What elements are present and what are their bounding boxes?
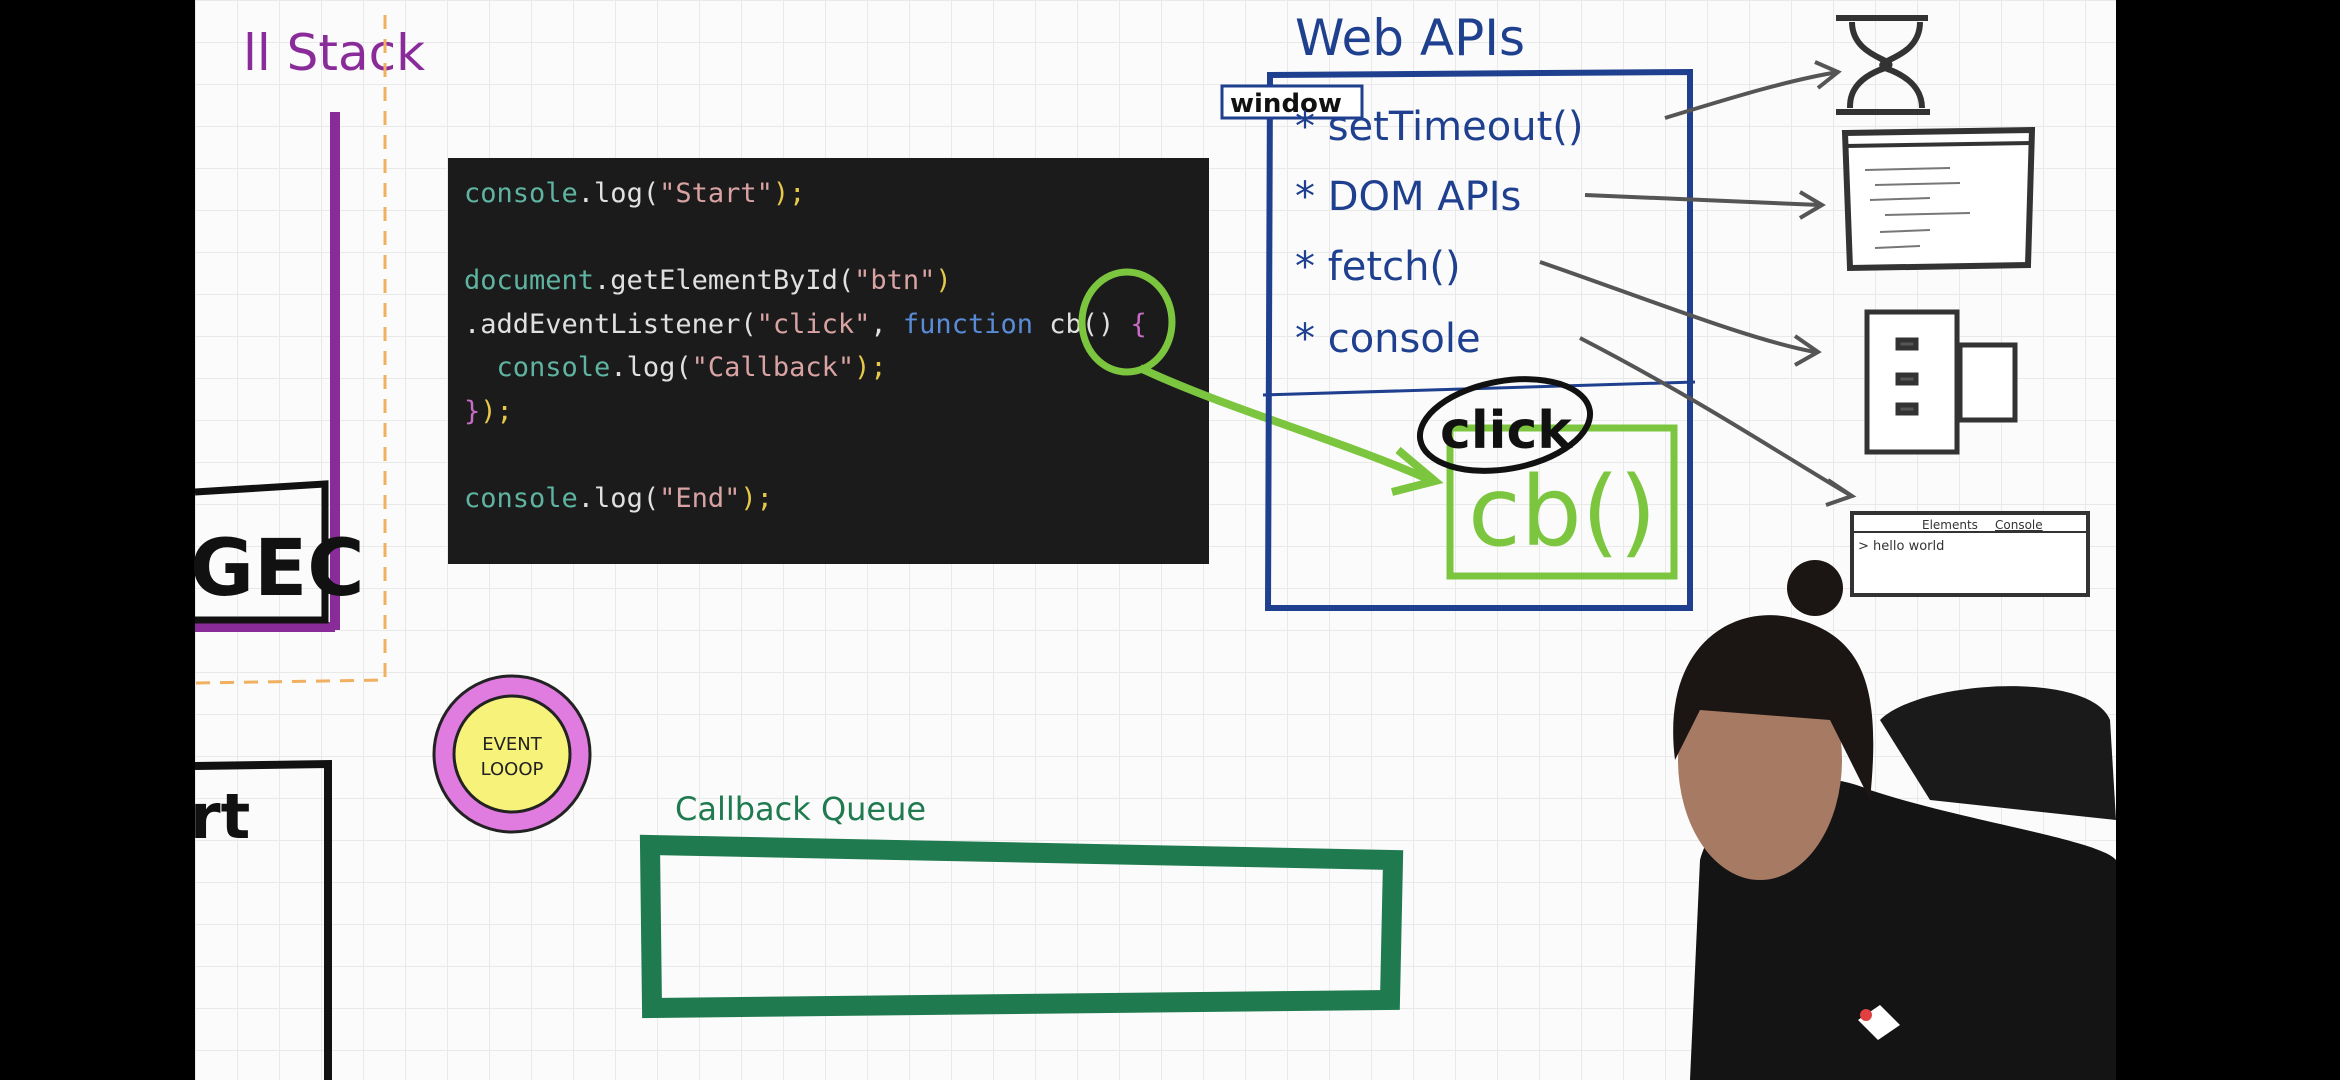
callback-queue-box	[639, 834, 1404, 1019]
devtools-tab-elements: Elements	[1922, 518, 1978, 532]
code-line-3: document.getElementById("btn")	[464, 259, 1209, 303]
token: ,	[870, 308, 903, 340]
token: "Callback"	[691, 352, 855, 383]
web-apis-title: Web APIs	[1295, 9, 1525, 67]
presenter	[1673, 560, 2116, 1080]
arrow-head	[1391, 446, 1444, 496]
web-apis-box	[1264, 68, 1693, 611]
window-label-box	[1220, 84, 1364, 120]
web-api-fetch: * fetch()	[1295, 244, 1461, 290]
token: .log(	[577, 178, 660, 209]
token: console	[464, 178, 578, 209]
token: );	[772, 178, 806, 209]
gec-box	[194, 480, 329, 624]
token: .addEventListener(	[464, 308, 757, 340]
hourglass-icon	[1836, 15, 1930, 115]
token: .log(	[610, 352, 692, 383]
callback-label: cb()	[1468, 456, 1657, 568]
callback-arrow	[1138, 364, 1432, 484]
cb-highlight-circle	[1078, 268, 1176, 376]
callback-queue-label: Callback Queue	[675, 790, 926, 828]
web-api-settimeout: * setTimeout()	[1295, 104, 1583, 150]
code-line-8: console.log("End");	[464, 477, 1209, 521]
token: "End"	[659, 482, 741, 514]
devtools-tab-console: Console	[1995, 518, 2043, 532]
click-event-oval	[1416, 376, 1594, 474]
event-loop-label-1: EVENT	[482, 734, 543, 755]
storage-icon	[1864, 309, 2018, 455]
token: "Start"	[659, 178, 773, 209]
call-stack-title: ll Stack	[243, 24, 425, 82]
code-line-6: });	[464, 390, 1209, 434]
event-loop-label-2: LOOOP	[481, 759, 544, 780]
stack-frame-box	[194, 759, 332, 1080]
token: console	[464, 482, 578, 514]
web-api-dom: * DOM APIs	[1295, 174, 1521, 220]
web-api-console: * console	[1295, 316, 1481, 362]
token: .log(	[577, 482, 660, 514]
html-document-icon	[1841, 126, 2036, 272]
token: "click"	[756, 308, 871, 340]
event-loop-icon: EVENT LOOOP	[432, 674, 592, 834]
devtools-output: > hello world	[1858, 539, 1944, 554]
window-label: window	[1230, 89, 1342, 119]
right-letterbox	[2116, 0, 2340, 1080]
token: function	[902, 308, 1050, 340]
token: );	[740, 482, 773, 514]
code-line-5: console.log("Callback");	[464, 346, 1209, 390]
token: document	[464, 265, 595, 296]
token: }	[464, 395, 481, 427]
execution-context-dashed-border	[194, 15, 387, 685]
token: "btn"	[854, 265, 936, 296]
token: );	[480, 395, 513, 427]
code-line-1: console.log("Start");	[464, 172, 1209, 216]
token: .getElementById(	[594, 265, 855, 296]
callback-box	[1446, 424, 1678, 580]
gec-label: GEC	[190, 524, 365, 614]
api-arrows	[1539, 60, 1857, 507]
stack-frame-label: rt	[190, 780, 250, 853]
token: {	[1130, 308, 1147, 340]
click-event-label: click	[1440, 401, 1573, 461]
left-letterbox	[0, 0, 195, 1080]
token: console	[464, 352, 611, 383]
token: )	[935, 265, 952, 296]
token: );	[854, 352, 887, 383]
devtools-console-icon: Elements Console > hello world	[1850, 511, 2090, 597]
code-snippet: console.log("Start"); document.getElemen…	[448, 158, 1209, 564]
